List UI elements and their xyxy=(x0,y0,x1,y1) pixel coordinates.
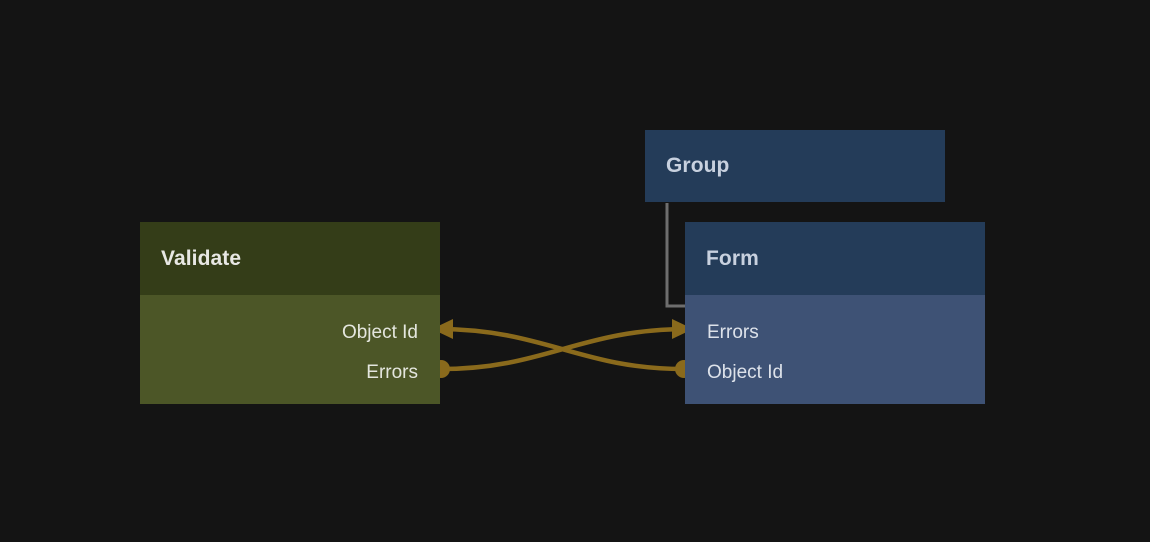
node-group-header[interactable]: Group xyxy=(645,130,945,202)
port-label: Object Id xyxy=(341,322,418,343)
port-form-object-id[interactable]: Object Id xyxy=(685,353,985,393)
node-form-body: Errors Object Id xyxy=(685,295,985,404)
port-validate-errors[interactable]: Errors xyxy=(140,353,440,393)
node-group-title: Group xyxy=(666,154,730,177)
port-label: Errors xyxy=(707,322,759,343)
port-form-errors[interactable]: Errors xyxy=(685,313,985,353)
port-validate-object-id[interactable]: Object Id xyxy=(140,313,440,353)
port-label: Errors xyxy=(366,362,418,383)
node-validate-body: Object Id Errors xyxy=(140,295,440,404)
node-validate-header[interactable]: Validate xyxy=(140,222,440,295)
node-group[interactable]: Group xyxy=(645,130,945,202)
node-form-title: Form xyxy=(706,246,759,270)
edge-object-id[interactable] xyxy=(432,319,693,378)
node-form-header[interactable]: Form xyxy=(685,222,985,295)
port-label: Object Id xyxy=(707,362,784,383)
node-form[interactable]: Form Errors Object Id xyxy=(685,222,985,404)
node-validate[interactable]: Validate Object Id Errors xyxy=(140,222,440,404)
node-validate-title: Validate xyxy=(161,246,242,270)
edge-errors[interactable] xyxy=(432,319,693,378)
